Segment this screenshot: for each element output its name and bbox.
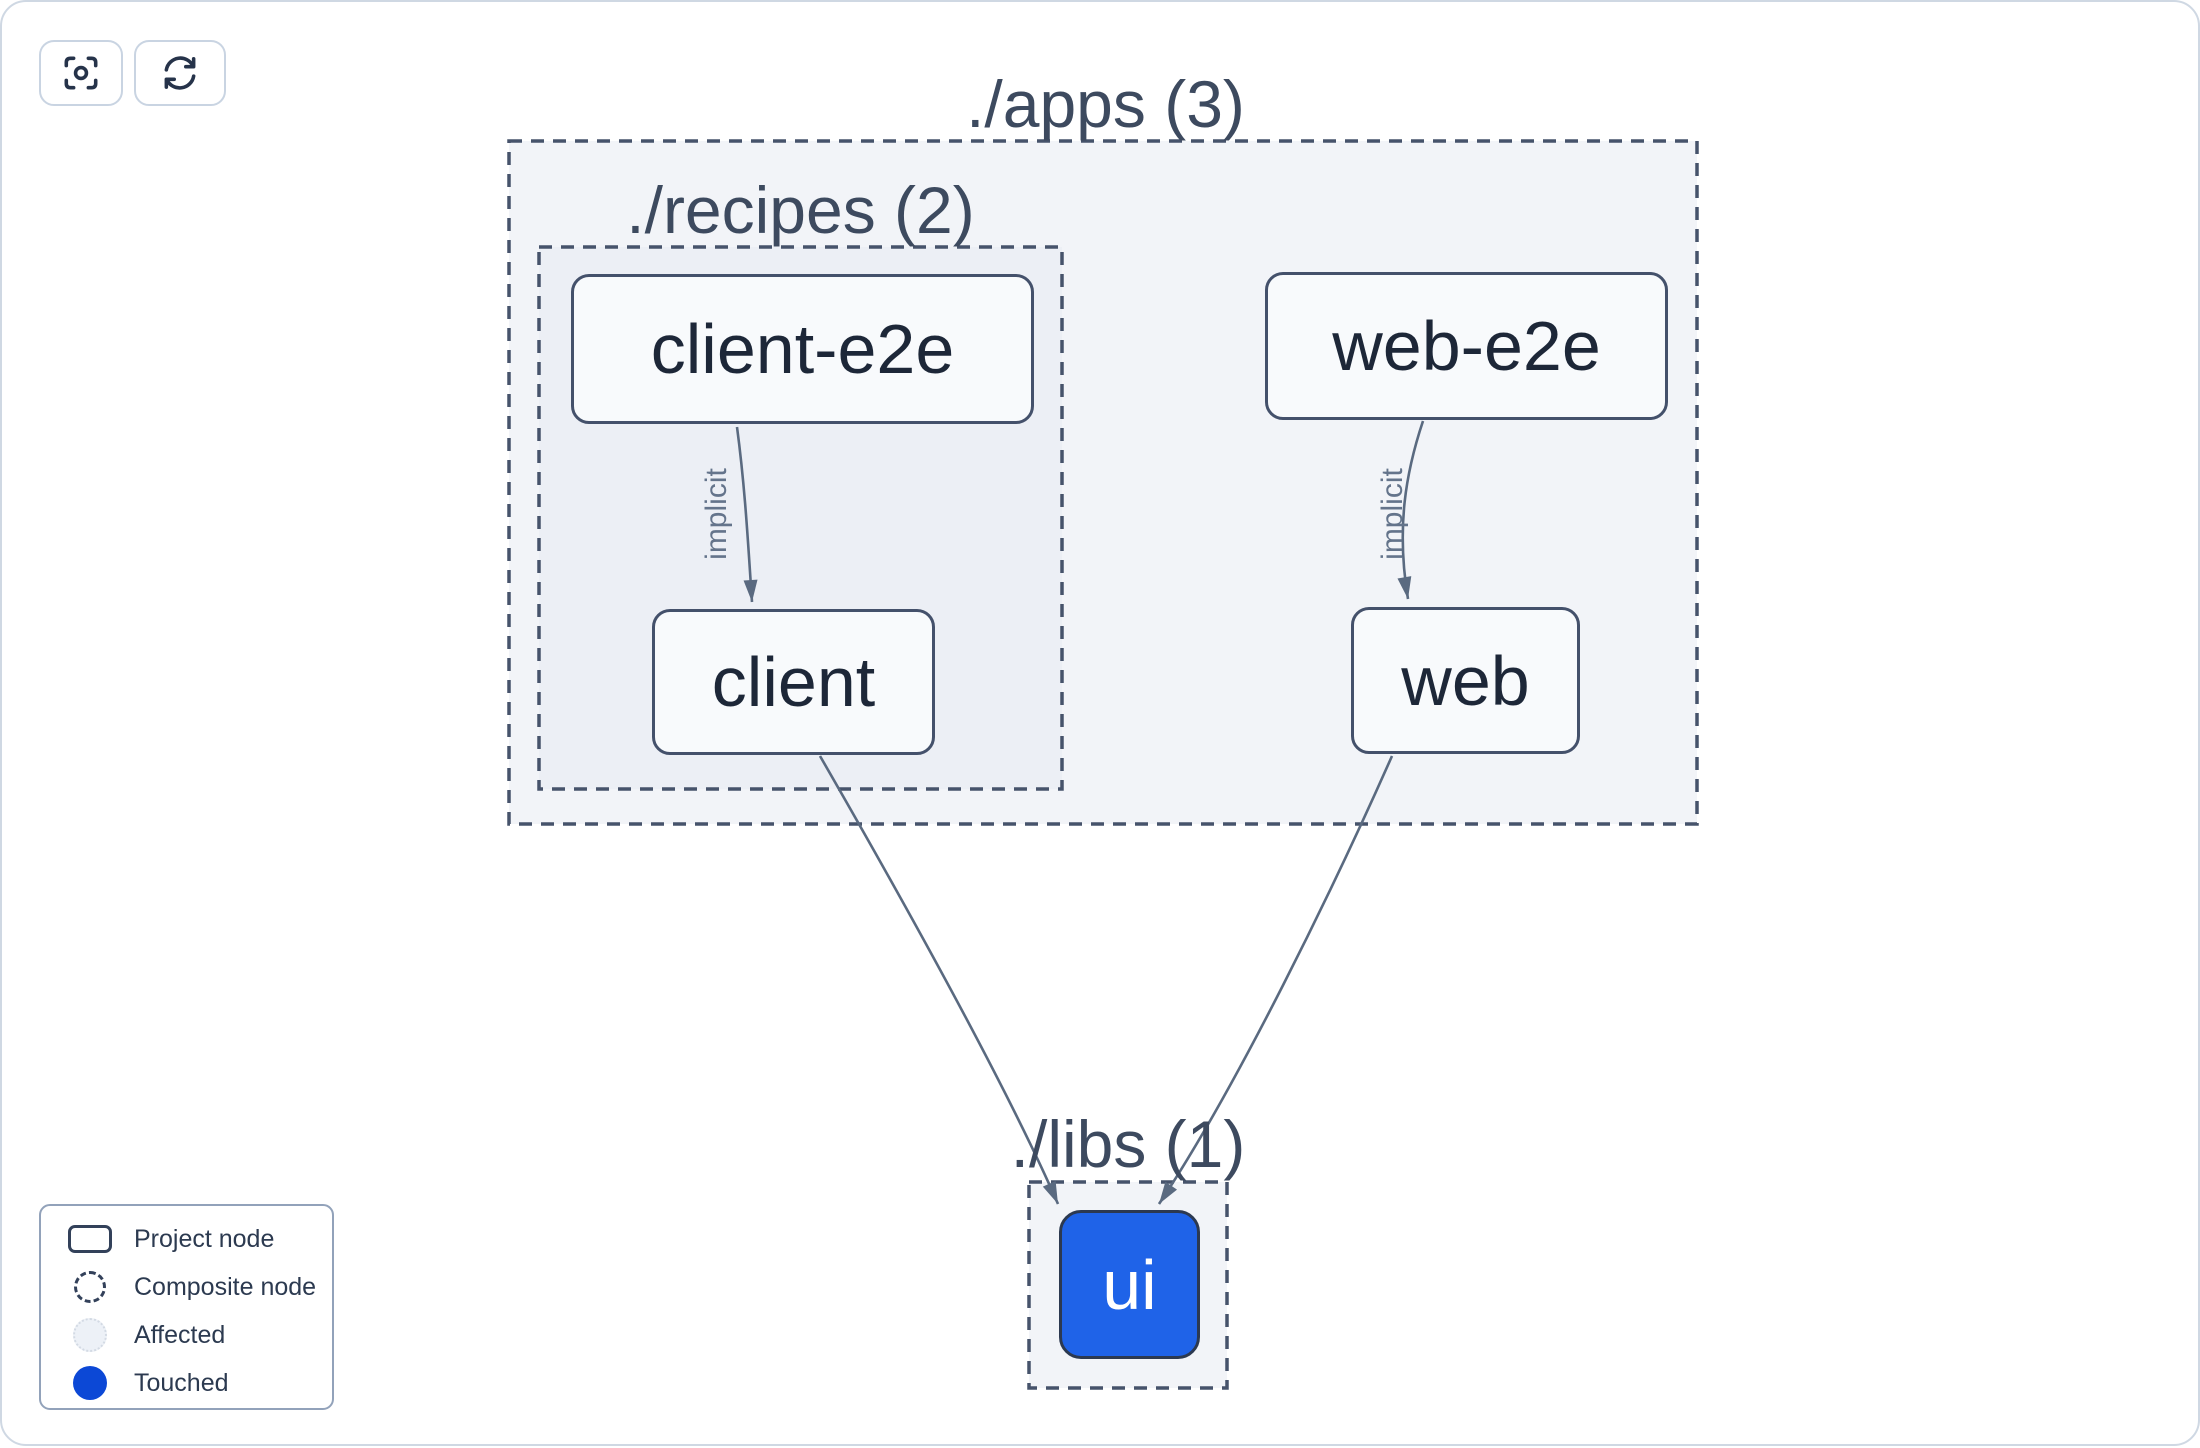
legend-label: Project node: [134, 1224, 275, 1253]
legend-label: Composite node: [134, 1272, 317, 1301]
center-graph-button[interactable]: [39, 40, 123, 106]
project-node-swatch-icon: [68, 1225, 112, 1253]
legend-item-affected: Affected: [66, 1311, 332, 1359]
legend-item-composite-node: Composite node: [66, 1263, 332, 1311]
legend-label: Affected: [134, 1320, 226, 1349]
legend: Project node Composite node Affected Tou…: [39, 1204, 334, 1410]
refresh-icon: [164, 56, 196, 90]
edge-web-to-ui[interactable]: [1157, 755, 1394, 1205]
project-node-ui[interactable]: ui: [1059, 1210, 1200, 1359]
edge-web-e2e-to-web[interactable]: [1397, 420, 1425, 600]
touched-swatch-icon: [73, 1366, 107, 1400]
edge-client-e2e-to-client[interactable]: [735, 426, 758, 603]
composite-node-swatch-icon: [74, 1271, 106, 1303]
project-node-client[interactable]: client: [652, 609, 935, 755]
refresh-button[interactable]: [134, 40, 226, 106]
project-node-client-e2e[interactable]: client-e2e: [571, 274, 1034, 424]
legend-item-project-node: Project node: [66, 1215, 332, 1263]
affected-swatch-icon: [73, 1318, 107, 1352]
project-node-web[interactable]: web: [1351, 607, 1580, 754]
project-node-web-e2e[interactable]: web-e2e: [1265, 272, 1668, 420]
legend-label: Touched: [134, 1368, 229, 1397]
edge-label-implicit: implicit: [700, 468, 733, 560]
edge-client-to-ui[interactable]: [818, 755, 1060, 1205]
edge-label-implicit: implicit: [1376, 468, 1409, 560]
focus-center-icon: [64, 56, 98, 90]
legend-item-touched: Touched: [66, 1359, 332, 1407]
